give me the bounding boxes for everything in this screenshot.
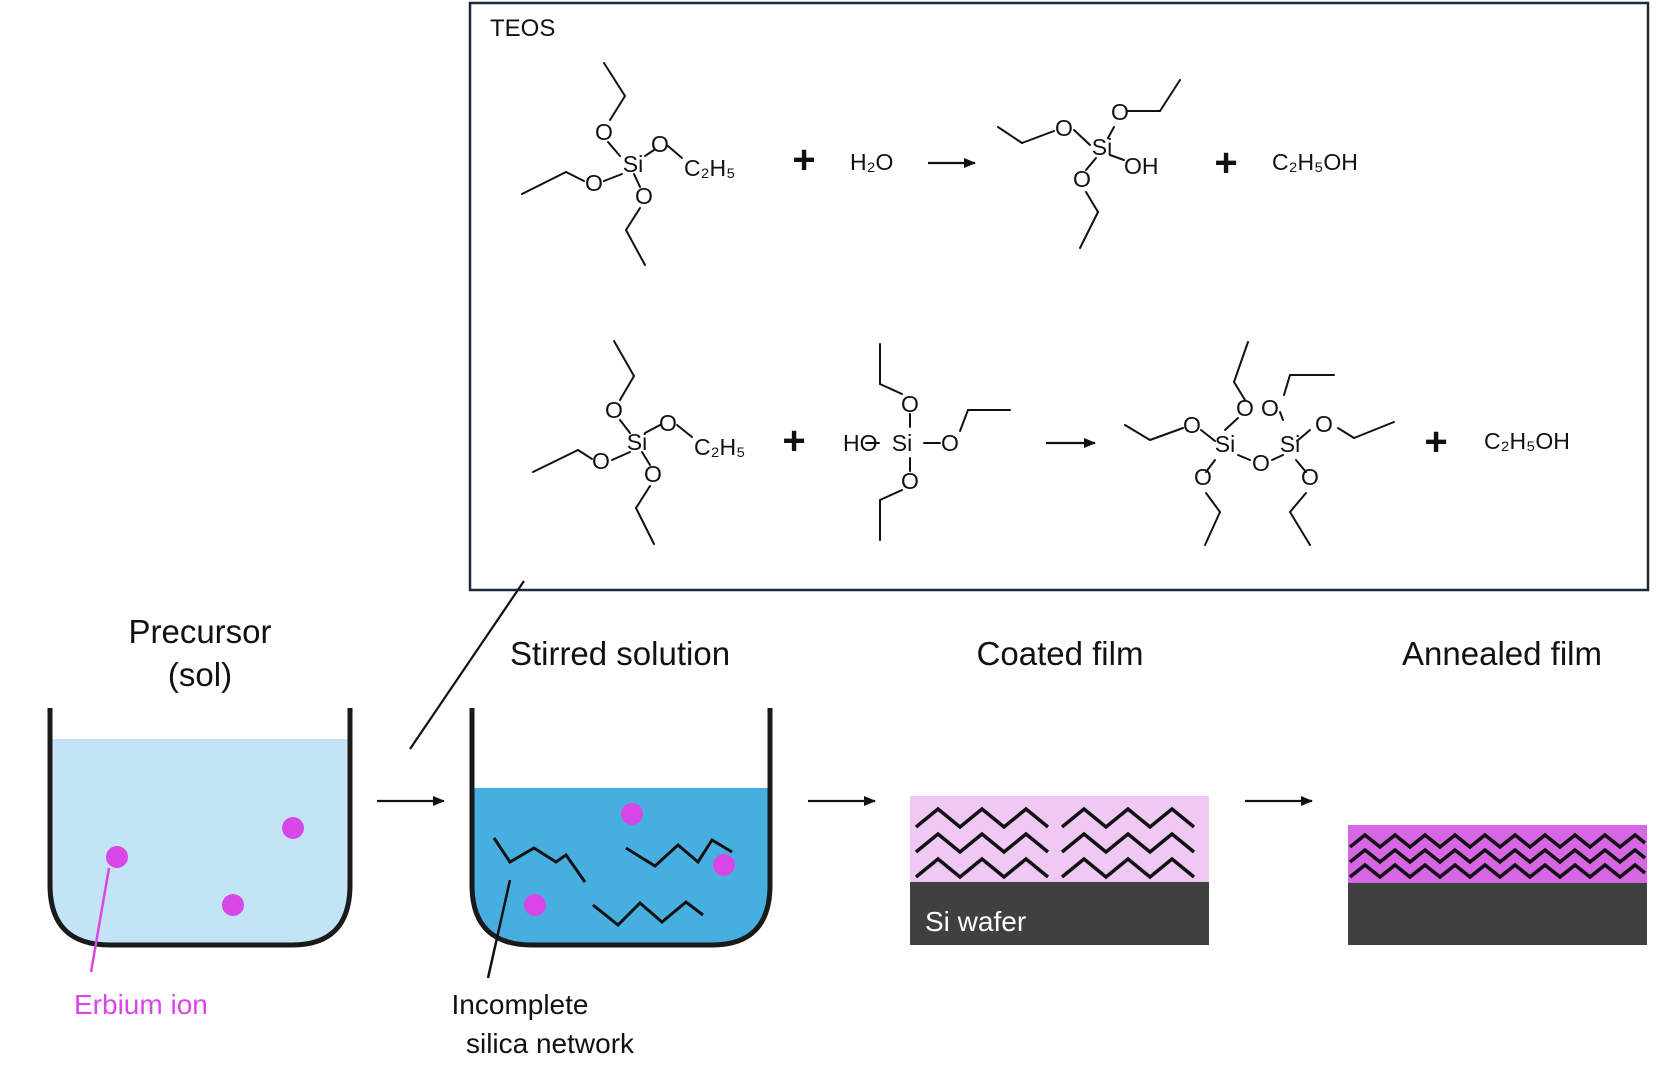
- atom-o: O: [1183, 412, 1201, 438]
- teos-molecule-1: O Si O C₂H₅ O O: [521, 62, 735, 266]
- silica-zigzag: [1060, 831, 1196, 855]
- network-label-line2: silica network: [466, 1028, 635, 1059]
- ethanol-label: C₂H₅OH: [1272, 149, 1358, 175]
- atom-o: O: [1315, 411, 1333, 437]
- erbium-ion: [282, 817, 304, 839]
- erbium-ion: [713, 854, 735, 876]
- atom-si: Si: [623, 151, 643, 177]
- erbium-pointer-line: [89, 867, 111, 973]
- erbium-ion-label: Erbium ion: [74, 989, 208, 1020]
- atom-o: O: [1073, 166, 1091, 192]
- zoom-connector-line: [409, 580, 525, 750]
- silanol-reactant: O HO Si O O: [843, 343, 1011, 541]
- atom-o: O: [592, 448, 610, 474]
- atom-si: Si: [627, 429, 647, 455]
- silica-chain: [492, 837, 587, 883]
- atom-o: O: [1055, 115, 1073, 141]
- silica-zigzag: [1060, 856, 1196, 880]
- atom-o: O: [1111, 99, 1129, 125]
- atom-si: Si: [1280, 431, 1300, 457]
- plus-sign: +: [1214, 141, 1237, 185]
- silica-zigzag: [914, 831, 1050, 855]
- silanol-product: O Si O OH O: [997, 79, 1181, 249]
- precursor-beaker: [47, 708, 353, 973]
- reaction-box: TEOS O Si O C₂H₅ O O: [468, 1, 1650, 592]
- reaction-1: O Si O C₂H₅ O O + H₂O: [521, 62, 1358, 266]
- reaction-box-frame: [468, 1, 1650, 592]
- silica-chain: [592, 900, 704, 928]
- atom-o: O: [901, 468, 919, 494]
- teos-molecule-2: O Si O C₂H₅ O O: [532, 340, 745, 545]
- solution-liquid: [472, 788, 770, 945]
- beaker-outline: [47, 708, 353, 948]
- atom-o: O: [1261, 395, 1279, 421]
- stage-label-precursor: Precursor: [128, 613, 271, 650]
- ethyl-group-label: C₂H₅: [684, 155, 735, 181]
- atom-si: Si: [1092, 134, 1112, 160]
- stage-label-stirred: Stirred solution: [510, 635, 730, 672]
- reaction-2: O Si O C₂H₅ O O + O HO: [532, 340, 1570, 546]
- si-wafer: [910, 882, 1209, 945]
- plus-sign: +: [1424, 420, 1447, 464]
- atom-o: O: [585, 170, 603, 196]
- teos-label: TEOS: [490, 15, 555, 42]
- hydroxyl-label: OH: [1124, 153, 1159, 179]
- silica-zigzag: [914, 806, 1050, 830]
- atom-o: O: [901, 391, 919, 417]
- stirred-beaker: [469, 708, 773, 979]
- atom-o: O: [941, 430, 959, 456]
- erbium-ion: [106, 846, 128, 868]
- silica-chain: [625, 837, 733, 868]
- atom-o: O: [635, 183, 653, 209]
- si-wafer-label: Si wafer: [925, 906, 1026, 937]
- stage-label-annealed: Annealed film: [1402, 635, 1602, 672]
- atom-o: O: [1194, 464, 1212, 490]
- sol-liquid: [50, 739, 350, 945]
- stage-label-coated: Coated film: [977, 635, 1144, 672]
- atom-o: O: [595, 119, 613, 145]
- atom-o: O: [644, 461, 662, 487]
- erbium-ion: [524, 894, 546, 916]
- network-label-line1: Incomplete: [452, 989, 589, 1020]
- ethanol-label: C₂H₅OH: [1484, 428, 1570, 454]
- hydroxyl-label: HO: [843, 430, 878, 456]
- beaker-outline: [469, 708, 773, 948]
- plus-sign: +: [782, 419, 805, 463]
- si-wafer: [1348, 883, 1647, 945]
- silica-zigzag: [914, 856, 1050, 880]
- silica-zigzag: [1348, 832, 1647, 850]
- erbium-ion: [222, 894, 244, 916]
- coated-film: Si wafer: [910, 796, 1209, 945]
- silica-zigzag: [1348, 862, 1647, 880]
- atom-o: O: [659, 410, 677, 436]
- atom-si: Si: [892, 430, 912, 456]
- atom-si: Si: [1215, 431, 1235, 457]
- plus-sign: +: [792, 138, 815, 182]
- network-pointer-line: [486, 879, 512, 979]
- atom-o: O: [1301, 464, 1319, 490]
- stage-label-sol: (sol): [168, 656, 232, 693]
- annealed-film: [1348, 825, 1647, 945]
- ethyl-group-label: C₂H₅: [694, 434, 745, 460]
- siloxane-dimer: O Si O O O Si O O O: [1124, 341, 1395, 546]
- atom-o: O: [1252, 450, 1270, 476]
- atom-o: O: [1236, 395, 1254, 421]
- silica-zigzag: [1060, 806, 1196, 830]
- water-label: H₂O: [850, 149, 893, 175]
- silica-zigzag: [1348, 847, 1647, 865]
- atom-o: O: [605, 397, 623, 423]
- atom-o: O: [651, 131, 669, 157]
- erbium-ion: [621, 803, 643, 825]
